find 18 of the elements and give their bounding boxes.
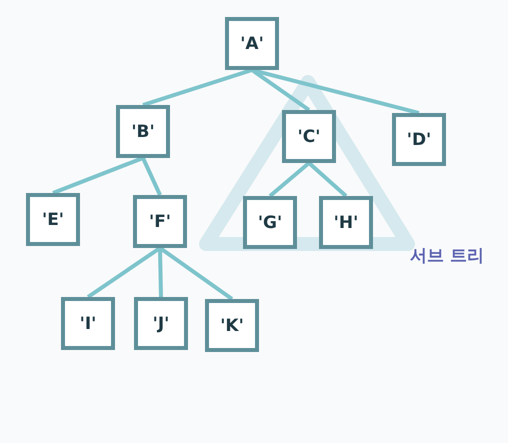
tree-node-box: 'E' (26, 193, 80, 246)
tree-edge (52, 156, 144, 195)
tree-node-box: 'B' (116, 105, 170, 158)
tree-node-box: 'K' (205, 299, 259, 352)
tree-node-box: 'I' (61, 297, 115, 350)
tree-node-box: 'D' (392, 113, 446, 166)
tree-node-box: 'G' (243, 196, 297, 249)
tree-edge (268, 161, 310, 198)
tree-node-box: 'J' (134, 297, 188, 350)
tree-edge (308, 162, 348, 198)
tree-node-box: 'A' (225, 17, 279, 70)
tree-node-box: 'F' (133, 195, 187, 248)
tree-edge (142, 68, 253, 107)
subtree-label: 서브 트리 (410, 245, 484, 267)
tree-node-box: 'C' (282, 110, 336, 163)
tree-node-box: 'H' (319, 196, 373, 249)
tree-edge (141, 157, 162, 196)
tree-edge (158, 248, 163, 298)
